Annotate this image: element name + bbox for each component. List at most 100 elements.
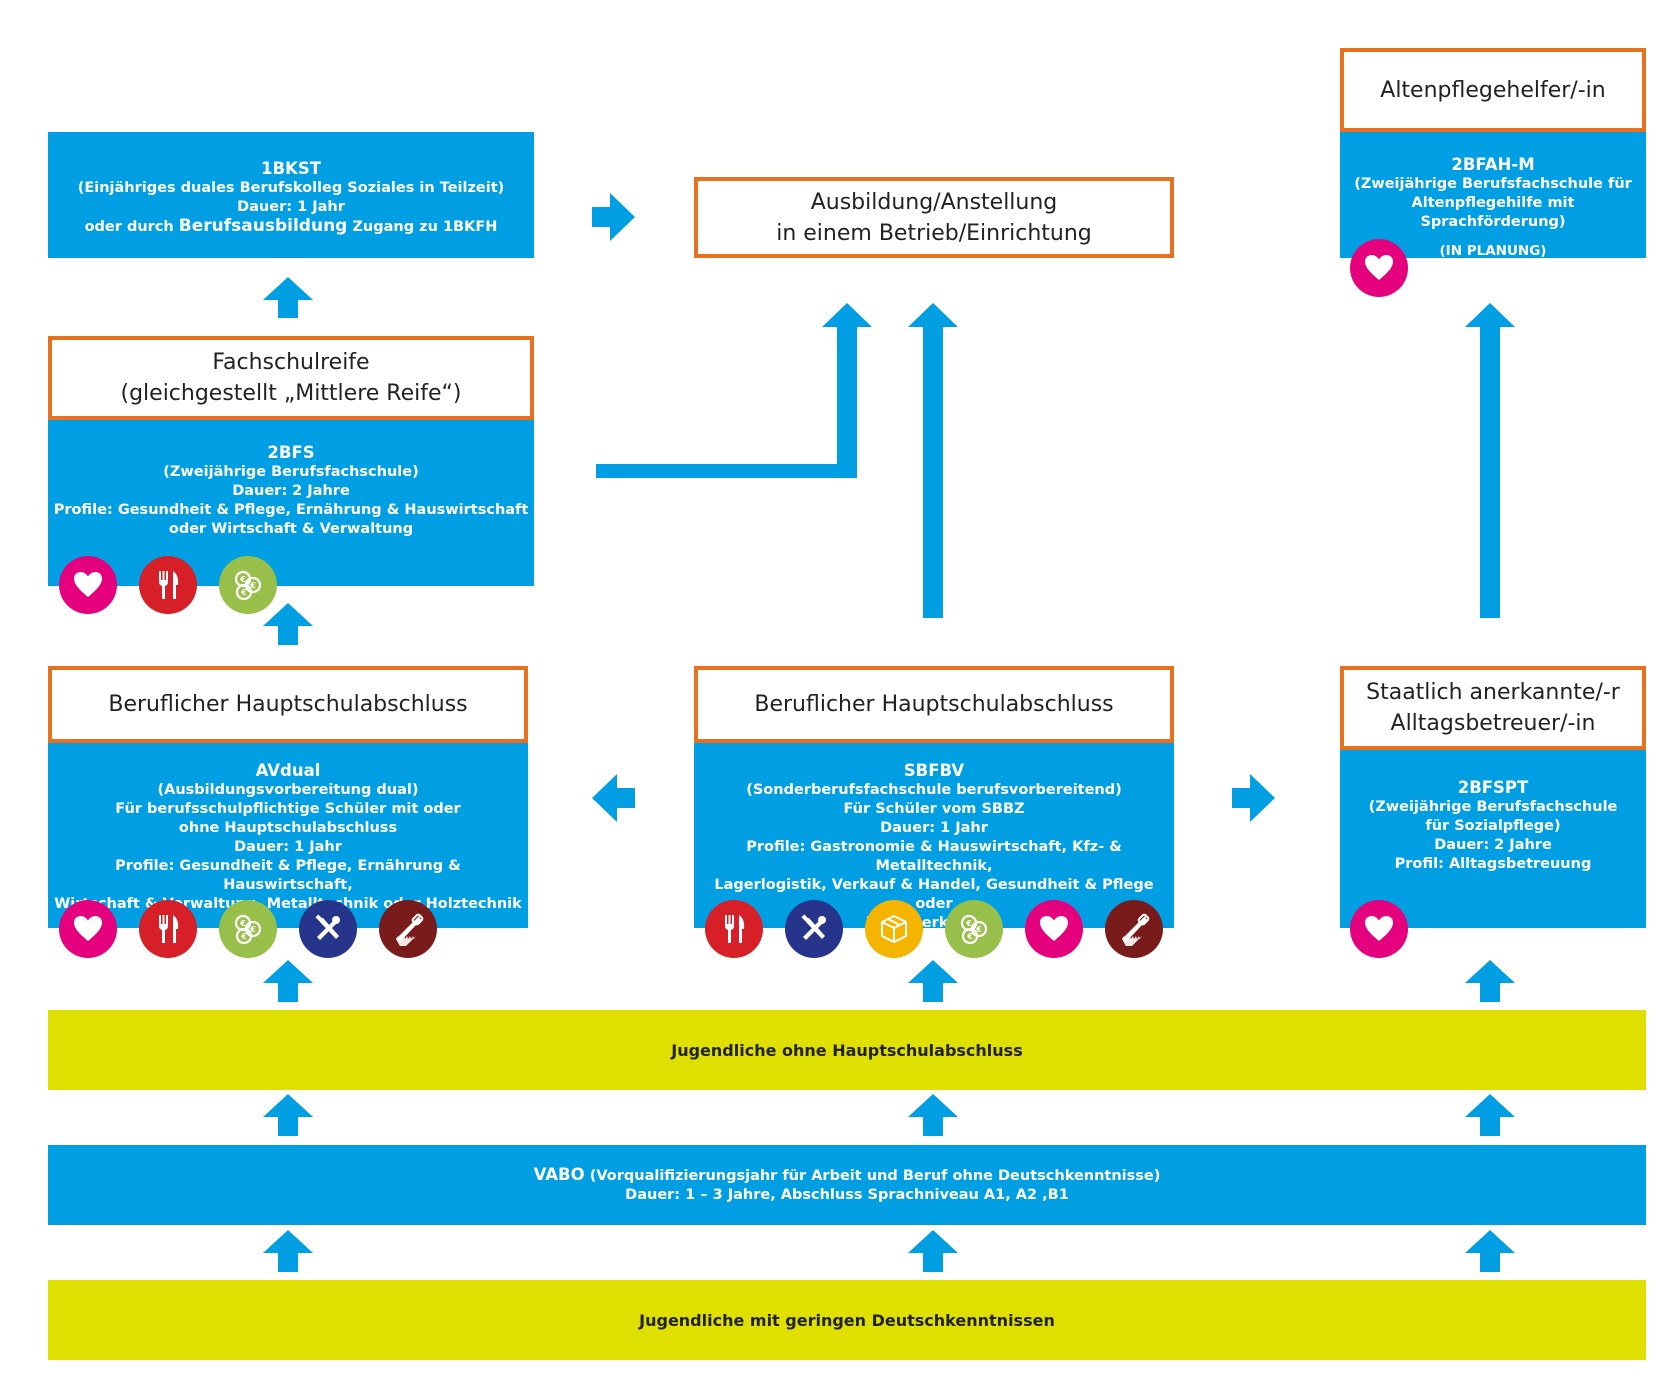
vabo-line2: Dauer: 1 – 3 Jahre, Abschluss Sprachnive…: [625, 1187, 1069, 1203]
bkst-line: (Einjähriges duales Berufskolleg Soziale…: [77, 180, 505, 196]
arrow-up: [1465, 960, 1515, 1002]
sbfbv-line: (Sonderberufsfachschule berufsvorbereite…: [746, 782, 1122, 798]
avdual-line: Für berufsschulpflichtige Schüler mit od…: [115, 801, 461, 817]
bfspt-line: für Sozialpflege): [1425, 818, 1561, 834]
fachschulreife-line: Fachschulreife: [212, 350, 370, 375]
svg-text:€: €: [249, 925, 256, 934]
heart-icon: [1350, 239, 1408, 297]
heart-icon: [1350, 900, 1408, 958]
bfs-line: (Zweijährige Berufsfachschule): [163, 464, 419, 480]
sbfbv-line: Handwerk & Bau: [865, 915, 1003, 931]
coins-icon: €€€: [219, 900, 277, 958]
arrow-up-long: [1465, 303, 1515, 618]
box-icon: [865, 900, 923, 958]
sbfbv-line: Für Schüler vom SBBZ: [843, 801, 1025, 817]
cutlery-icon: [705, 900, 763, 958]
bfspt-line: (Zweijährige Berufsfachschule: [1368, 799, 1618, 815]
vabo-title-rest: (Vorqualifizierungsjahr für Arbeit und B…: [584, 1168, 1161, 1184]
ausbildung-box: Ausbildung/Anstellung in einem Betrieb/E…: [694, 177, 1174, 258]
arrow-up-long: [908, 303, 958, 618]
bfspt-line: Profil: Alltagsbetreuung: [1394, 856, 1592, 872]
bkst-line3-post: Zugang zu 1BKFH: [347, 219, 498, 235]
arrow-up: [263, 603, 313, 645]
alltag-line: Alltagsbetreuer/-in: [1390, 711, 1596, 736]
sbfbv-line: Profile: Gastronomie & Hauswirtschaft, K…: [746, 839, 1122, 874]
avdual-line: Dauer: 1 Jahr: [234, 839, 342, 855]
fachschulreife-box: Fachschulreife (gleichgestellt „Mittlere…: [48, 336, 534, 420]
jugendliche-ohne-label: Jugendliche ohne Hauptschulabschluss: [671, 1040, 1023, 1060]
svg-text:€: €: [239, 575, 246, 584]
arrow-left: [592, 774, 635, 822]
cutlery-icon: [139, 556, 197, 614]
bfahm-note: (IN PLANUNG): [1439, 243, 1547, 259]
bfs-title: 2BFS: [267, 443, 315, 462]
bfahm-line: (Zweijährige Berufsfachschule für: [1354, 176, 1632, 192]
vabo-line1: VABO (Vorqualifizierungsjahr für Arbeit …: [534, 1165, 1161, 1186]
bhs-left-box: Beruflicher Hauptschulabschluss: [48, 666, 528, 743]
bfahm-line: Altenpflegehilfe mit Sprachförderung): [1411, 195, 1575, 230]
altenpflege-box: Altenpflegehelfer/-in: [1340, 48, 1646, 132]
fachschulreife-line: (gleichgestellt „Mittlere Reife“): [120, 381, 462, 406]
avdual-line: Profile: Gesundheit & Pflege, Ernährung …: [115, 858, 461, 893]
sbfbv-line: Lagerlogistik, Verkauf & Handel, Gesundh…: [714, 877, 1154, 912]
ausbildung-line: Ausbildung/Anstellung: [810, 189, 1058, 215]
arrow-elbow: [596, 303, 872, 478]
heart-icon: [59, 556, 117, 614]
arrow-up: [1465, 1230, 1515, 1272]
bhs-left-label: Beruflicher Hauptschulabschluss: [108, 692, 468, 717]
sbfbv-box: SBFBV (Sonderberufsfachschule berufsvorb…: [694, 743, 1174, 931]
svg-text:€: €: [240, 588, 247, 597]
vabo-title: VABO: [533, 1165, 585, 1184]
tools-icon: [785, 900, 843, 958]
sbfbv-line: Dauer: 1 Jahr: [880, 820, 988, 836]
arrow-up: [908, 1094, 958, 1136]
avdual-line: Wirtschaft & Verwaltung, Metalltechnik o…: [54, 896, 522, 912]
coins-icon: €€€: [219, 556, 277, 614]
arrow-up: [263, 1230, 313, 1272]
arrow-up: [263, 1094, 313, 1136]
avdual-line: (Ausbildungsvorbereitung dual): [157, 782, 419, 798]
svg-text:€: €: [249, 581, 256, 590]
arrow-up: [263, 277, 313, 318]
arrow-up: [1465, 1094, 1515, 1136]
alltag-box: Staatlich anerkannte/-r Alltagsbetreuer/…: [1340, 666, 1646, 750]
tools-icon: [299, 900, 357, 958]
avdual-title: AVdual: [255, 761, 321, 780]
arrow-right: [1232, 774, 1275, 822]
bkst-box: 1BKST (Einjähriges duales Berufskolleg S…: [48, 132, 534, 258]
jugendliche-gering-bar: Jugendliche mit geringen Deutschkenntnis…: [48, 1280, 1646, 1360]
bfspt-box: 2BFSPT (Zweijährige Berufsfachschule für…: [1340, 750, 1646, 928]
bfs-line: Dauer: 2 Jahre: [232, 483, 350, 499]
arrow-right: [592, 193, 635, 241]
bfspt-title: 2BFSPT: [1457, 778, 1529, 797]
saw-icon: [379, 900, 437, 958]
bfspt-line: Dauer: 2 Jahre: [1434, 837, 1552, 853]
bkst-line: Dauer: 1 Jahr: [237, 199, 345, 215]
bkst-line: oder durch Berufsausbildung Zugang zu 1B…: [48, 217, 534, 237]
coins-icon: €€€: [945, 900, 1003, 958]
saw-icon: [1105, 900, 1163, 958]
heart-icon: [59, 900, 117, 958]
svg-text:€: €: [966, 932, 973, 941]
avdual-line: ohne Hauptschulabschluss: [178, 820, 398, 836]
sbfbv-title: SBFBV: [903, 761, 965, 780]
bhs-mid-box: Beruflicher Hauptschulabschluss: [694, 666, 1174, 743]
arrow-up: [908, 960, 958, 1002]
alltag-line: Staatlich anerkannte/-r: [1366, 680, 1620, 705]
svg-text:€: €: [975, 925, 982, 934]
svg-text:€: €: [240, 932, 247, 941]
bfs-line: Profile: Gesundheit & Pflege, Ernährung …: [53, 502, 529, 518]
arrow-up: [908, 1230, 958, 1272]
bfahm-title: 2BFAH-M: [1451, 155, 1535, 174]
svg-text:€: €: [239, 919, 246, 928]
bkst-title: 1BKST: [261, 159, 321, 178]
bfahm-box: 2BFAH-M (Zweijährige Berufsfachschule fü…: [1340, 132, 1646, 259]
bfs-box: 2BFS (Zweijährige Berufsfachschule) Daue…: [48, 420, 534, 586]
heart-icon: [1025, 900, 1083, 958]
ausbildung-line: in einem Betrieb/Einrichtung: [776, 220, 1092, 246]
bkst-line3-bold: Berufsausbildung: [178, 216, 348, 236]
bkst-line3-pre: oder durch: [84, 219, 179, 235]
jugendliche-gering-label: Jugendliche mit geringen Deutschkenntnis…: [639, 1310, 1055, 1330]
cutlery-icon: [139, 900, 197, 958]
